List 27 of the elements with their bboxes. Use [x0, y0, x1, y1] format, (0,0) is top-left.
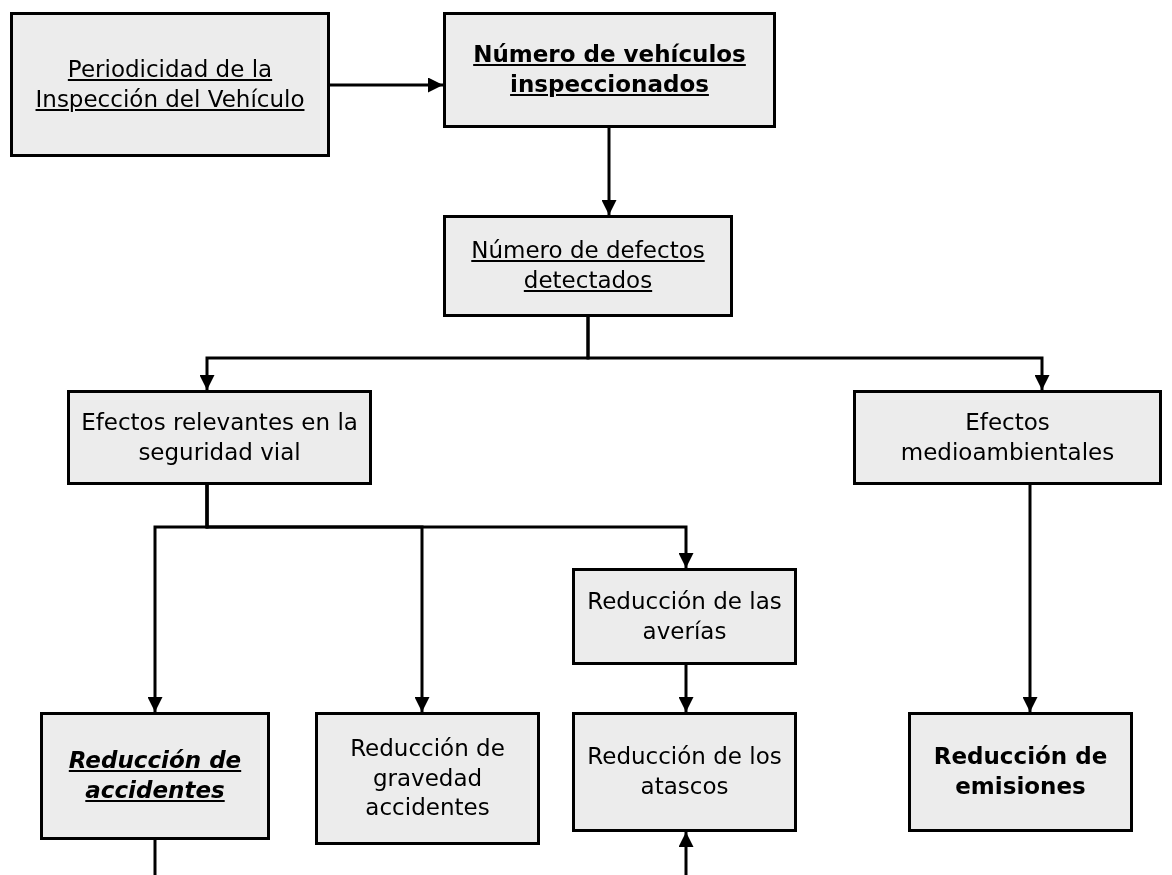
box-label: Reducción de emisiones: [932, 742, 1109, 801]
process-box: [315, 712, 540, 845]
box-label: Número de vehículos inspeccionados: [472, 40, 747, 99]
box-label: Efectos relevantes en la seguridad vial: [80, 407, 359, 467]
box-label: Reducción de accidentes: [67, 746, 243, 805]
box-label: Efectos medioambientales: [899, 407, 1116, 467]
process-box: [443, 215, 733, 317]
arrow: [678, 832, 694, 875]
box-label: Reducción de gravedad accidentes: [349, 733, 506, 823]
box-label: Periodicidad de la Inspección del Vehículo: [34, 54, 306, 114]
box-label: Reducción de los atascos: [586, 742, 783, 801]
process-box: [40, 712, 270, 840]
box-label: Reducción de las averías: [586, 586, 783, 646]
arrow: [1022, 485, 1038, 712]
arrow: [678, 665, 694, 712]
arrow: [586, 317, 1050, 390]
process-box: [572, 568, 797, 665]
process-box: [853, 390, 1162, 485]
arrow: [205, 485, 694, 568]
process-box: [908, 712, 1133, 832]
process-box: [10, 12, 330, 157]
arrow: [601, 128, 617, 215]
arrow: [330, 77, 443, 93]
process-box: [67, 390, 372, 485]
box-label: Número de defectos detectados: [470, 236, 706, 295]
process-box: [572, 712, 797, 832]
process-box: [443, 12, 776, 128]
